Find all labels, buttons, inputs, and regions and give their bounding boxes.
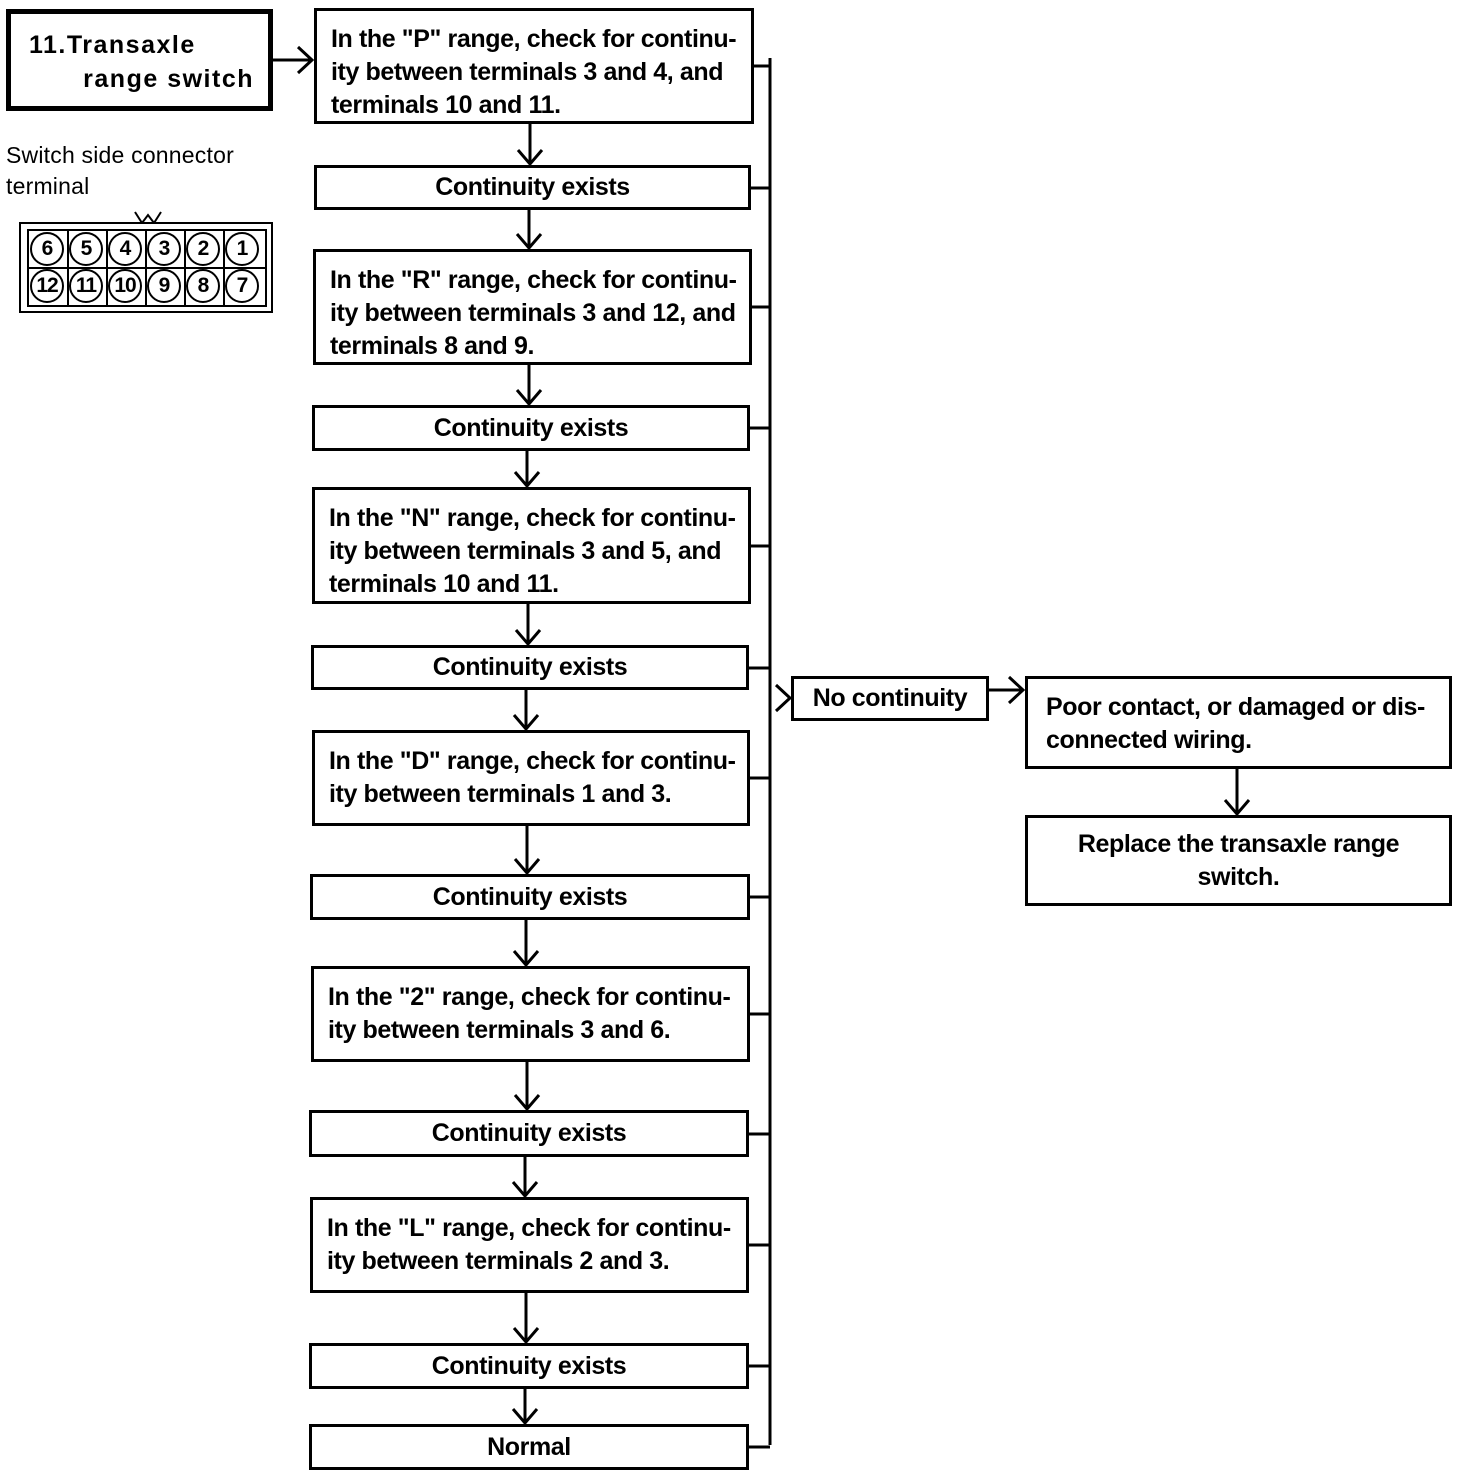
result-d-continuity: Continuity exists (310, 874, 750, 920)
terminal-2: 2 (186, 232, 220, 266)
terminal-4: 4 (108, 232, 142, 266)
connector-inner-frame (27, 229, 267, 307)
normal-box: Normal (309, 1424, 749, 1470)
check-n-range: In the "N" range, check for continu- ity… (312, 487, 751, 604)
arrow-down-icon (1223, 799, 1251, 817)
arrow-down-icon (512, 714, 540, 732)
arrow-down-icon (515, 233, 543, 251)
terminal-5: 5 (69, 232, 103, 266)
terminal-3: 3 (147, 232, 181, 266)
check-d-range: In the "D" range, check for continu- ity… (312, 730, 750, 826)
title-line-1: 11.Transaxle (29, 31, 196, 59)
arrow-down-icon (515, 389, 543, 407)
arrow-down-icon (512, 1327, 540, 1345)
check-p-range: In the "P" range, check for continu- ity… (314, 8, 754, 124)
arrow-down-icon (514, 629, 542, 647)
terminal-6: 6 (30, 232, 64, 266)
result-n-continuity: Continuity exists (311, 645, 749, 690)
arrow-down-icon (511, 1181, 539, 1199)
connector-caption: Switch side connector terminal (6, 140, 234, 202)
arrow-down-icon (512, 950, 540, 968)
terminal-1: 1 (225, 232, 259, 266)
remedy-box: Replace the transaxle range switch. (1025, 815, 1452, 906)
terminal-9: 9 (147, 269, 181, 303)
check-2-range: In the "2" range, check for continu- ity… (311, 966, 750, 1062)
arrow-down-icon (511, 1408, 539, 1426)
check-l-range: In the "L" range, check for continu- ity… (310, 1197, 749, 1293)
result-2-continuity: Continuity exists (309, 1110, 749, 1157)
result-r-continuity: Continuity exists (312, 405, 750, 451)
arrow-down-icon (513, 471, 541, 489)
arrow-down-icon (513, 858, 541, 876)
arrow-right-icon (774, 683, 793, 713)
result-p-continuity: Continuity exists (314, 165, 751, 210)
no-continuity-box: No continuity (791, 676, 989, 721)
title-box: 11.Transaxle range switch (6, 9, 273, 111)
check-r-range: In the "R" range, check for continu- ity… (313, 249, 752, 365)
terminal-7: 7 (225, 269, 259, 303)
connector-caption-line-1: Switch side connector (6, 142, 234, 168)
cause-box: Poor contact, or damaged or dis- connect… (1025, 676, 1452, 769)
result-l-continuity: Continuity exists (309, 1343, 749, 1389)
arrow-down-icon (516, 149, 544, 167)
connector-caption-line-2: terminal (6, 173, 90, 199)
terminal-8: 8 (186, 269, 220, 303)
arrow-right-icon (296, 45, 315, 75)
title-line-2: range switch (83, 65, 254, 93)
connector-grid (27, 229, 267, 307)
connector-key-icon (134, 211, 162, 224)
terminal-12: 12 (30, 269, 64, 303)
terminal-10: 10 (108, 269, 142, 303)
terminal-11: 11 (69, 269, 103, 303)
arrow-right-icon (1007, 675, 1026, 705)
arrow-down-icon (513, 1094, 541, 1112)
